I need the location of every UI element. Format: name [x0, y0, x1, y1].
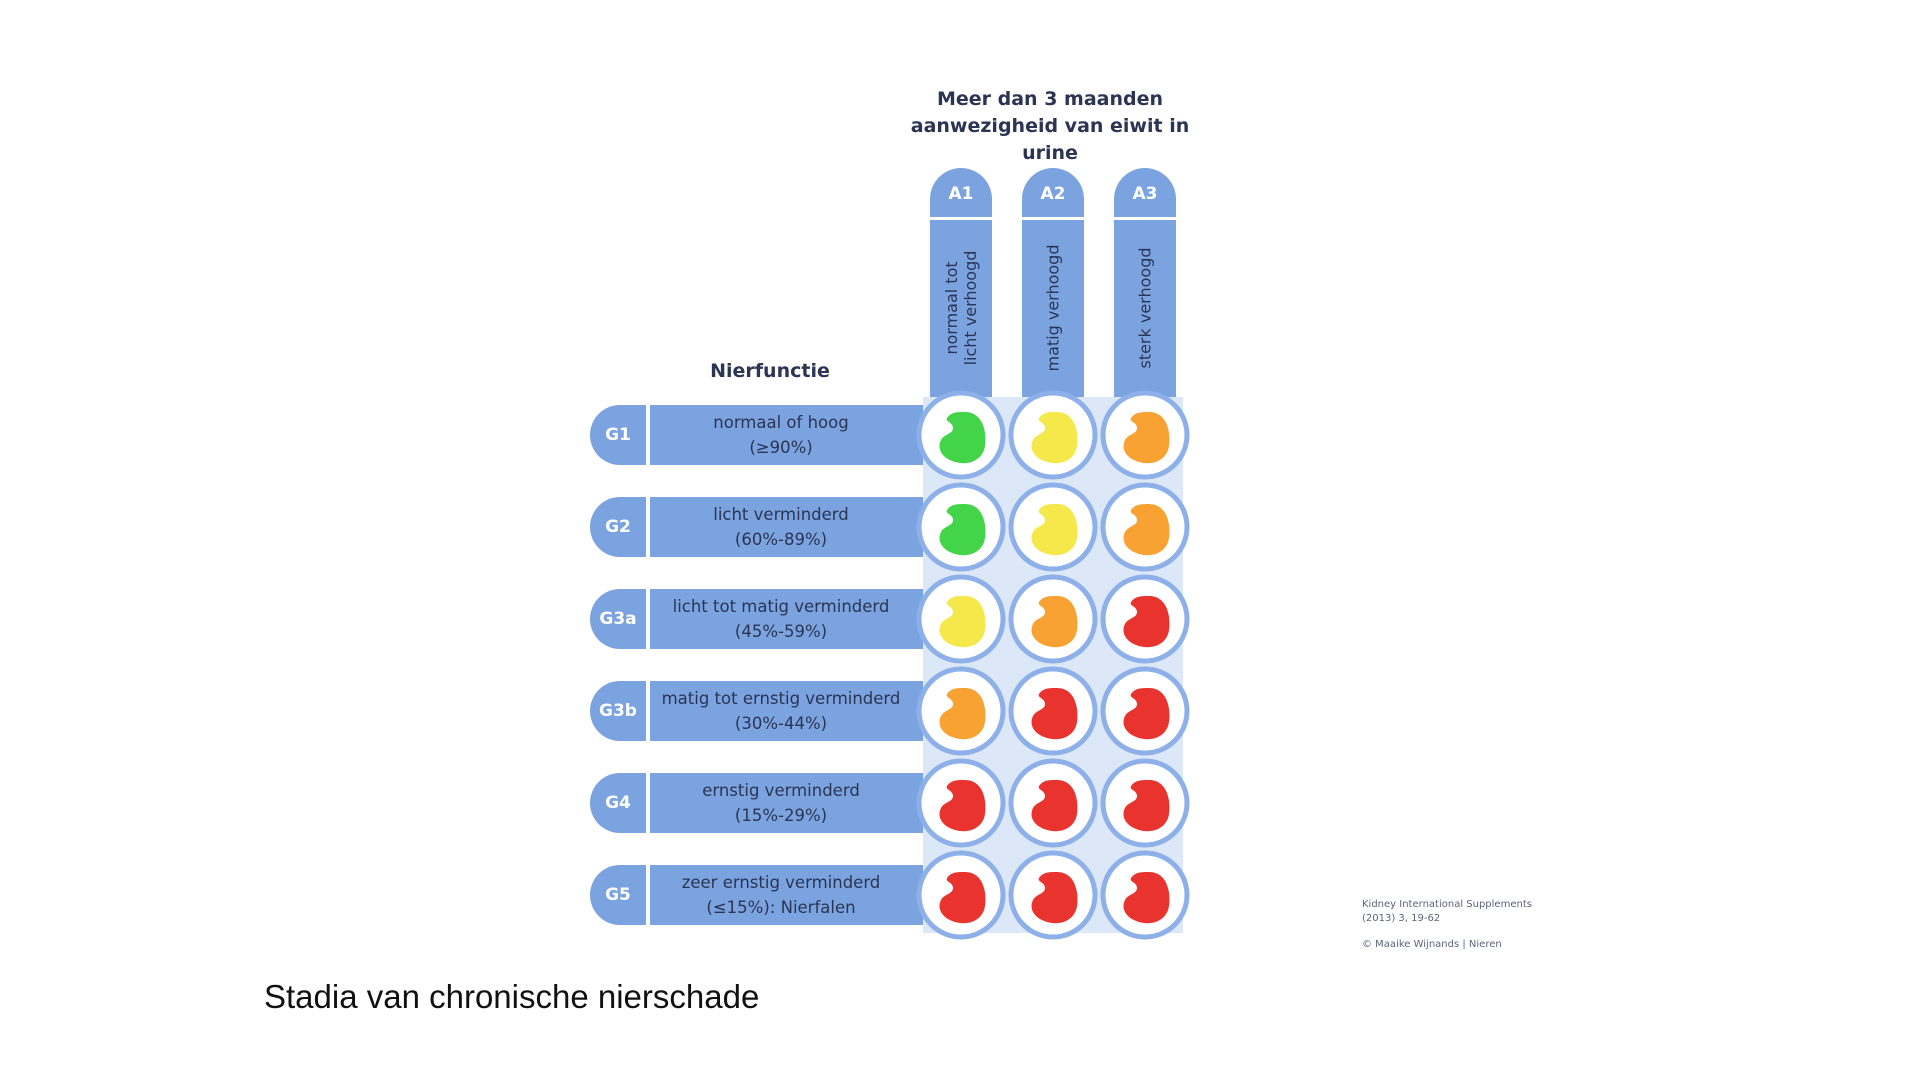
- row-description: zeer ernstig verminderd (≤15%): Nierfale…: [656, 865, 906, 925]
- kidney-icon: [939, 688, 986, 740]
- column-code: A3: [1114, 168, 1176, 220]
- kidney-icon: [939, 412, 986, 464]
- column-code: A2: [1022, 168, 1084, 220]
- row-g2: G2 licht verminderd (60%-89%): [590, 497, 940, 557]
- row-code: G4: [590, 773, 650, 833]
- row-description-line-2: (30%-44%): [734, 714, 828, 733]
- kidney-icon: [1123, 780, 1170, 832]
- row-code: G1: [590, 405, 650, 465]
- row-g5: G5 zeer ernstig verminderd (≤15%): Nierf…: [590, 865, 940, 925]
- row-description-line-2: (≤15%): Nierfalen: [706, 898, 856, 917]
- kidney-icon: [1031, 688, 1078, 740]
- row-description: licht verminderd (60%-89%): [656, 497, 906, 557]
- kidney-icon: [1031, 504, 1078, 556]
- source-line-2: (2013) 3, 19-62: [1362, 913, 1441, 924]
- row-description: normaal of hoog (≥90%): [656, 405, 906, 465]
- row-description-line-2: (45%-59%): [734, 622, 828, 641]
- kidney-icon: [1123, 688, 1170, 740]
- row-description: licht tot matig verminderd (45%-59%): [656, 589, 906, 649]
- kidney-icon: [939, 872, 986, 924]
- source-note: Kidney International Supplements (2013) …: [1362, 898, 1562, 952]
- column-code: A1: [930, 168, 992, 220]
- kidney-icon: [939, 780, 986, 832]
- row-code: G3b: [590, 681, 650, 741]
- row-description-line-1: licht tot matig verminderd: [672, 597, 890, 616]
- column-a2: A2 matig verhoogd: [1022, 168, 1084, 408]
- row-g1: G1 normaal of hoog (≥90%): [590, 405, 940, 465]
- kidney-icon: [1031, 596, 1078, 648]
- row-code: G3a: [590, 589, 650, 649]
- row-g4: G4 ernstig verminderd (15%-29%): [590, 773, 940, 833]
- kidney-icon: [1123, 872, 1170, 924]
- source-line-1: Kidney International Supplements: [1362, 899, 1532, 910]
- column-a3: A3 sterk verhoogd: [1114, 168, 1176, 408]
- row-description-line-1: matig tot ernstig verminderd: [661, 689, 901, 708]
- kidney-icon: [1031, 872, 1078, 924]
- row-description: ernstig verminderd (15%-29%): [656, 773, 906, 833]
- row-g3a: G3a licht tot matig verminderd (45%-59%): [590, 589, 940, 649]
- row-description-line-2: (≥90%): [749, 438, 813, 457]
- kidney-icon: [1031, 412, 1078, 464]
- kidney-icon: [1123, 596, 1170, 648]
- row-description-line-1: licht verminderd: [713, 505, 849, 524]
- row-g3b: G3b matig tot ernstig verminderd (30%-44…: [590, 681, 940, 741]
- row-description-line-2: (15%-29%): [734, 806, 828, 825]
- row-description: matig tot ernstig verminderd (30%-44%): [656, 681, 906, 741]
- kidney-icon: [939, 596, 986, 648]
- row-description-line-2: (60%-89%): [734, 530, 828, 549]
- header-line-1: Meer dan 3 maanden: [936, 88, 1164, 110]
- kidney-icon: [1031, 780, 1078, 832]
- row-description-line-1: ernstig verminderd: [702, 781, 860, 800]
- header-line-2: aanwezigheid van eiwit in urine: [910, 115, 1190, 164]
- row-code: G5: [590, 865, 650, 925]
- kidney-function-title: Nierfunctie: [710, 360, 830, 382]
- row-code: G2: [590, 497, 650, 557]
- row-description-line-1: normaal of hoog: [713, 413, 849, 432]
- kidney-icon: [1123, 504, 1170, 556]
- slide-caption: Stadia van chronische nierschade: [264, 978, 760, 1015]
- kidney-icon: [939, 504, 986, 556]
- column-a1: A1 normaal tot licht verhoogd: [930, 168, 992, 408]
- kidney-icon: [1123, 412, 1170, 464]
- source-credit: © Maaike Wijnands | Nieren: [1362, 939, 1502, 950]
- proteinuria-header: Meer dan 3 maanden aanwezigheid van eiwi…: [880, 86, 1220, 167]
- row-description-line-1: zeer ernstig verminderd: [681, 873, 881, 892]
